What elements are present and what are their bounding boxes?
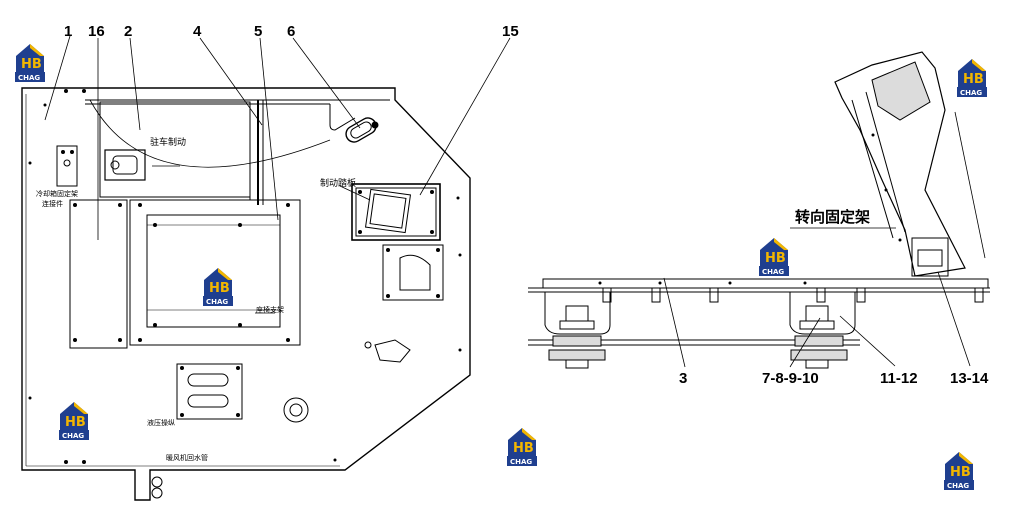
leader-lines-right: [663, 227, 971, 368]
floor-plate-outline: [21, 87, 471, 501]
part-number-6: 6: [287, 23, 295, 40]
part-number-5: 5: [254, 23, 262, 40]
svg-text:CHAG: CHAG: [510, 458, 532, 466]
callout-brake-pedal: 制动踏板: [320, 177, 356, 189]
svg-text:HB: HB: [513, 441, 534, 456]
part-number-11-12: 11-12: [880, 370, 918, 387]
side-elevation-view: [528, 51, 990, 369]
svg-text:CHAG: CHAG: [960, 89, 982, 97]
svg-text:CHAG: CHAG: [762, 268, 784, 276]
watermark-logo: HB CHAG: [957, 59, 987, 97]
part-number-2: 2: [124, 23, 132, 40]
floor-plate-view: [21, 87, 471, 501]
callout-service-pipe: 暖风机回水管: [166, 453, 208, 462]
svg-text:HB: HB: [950, 465, 971, 480]
leader-lines-left: [44, 35, 511, 314]
part-number-7-10: 7-8-9-10: [762, 370, 819, 387]
svg-text:HB: HB: [765, 251, 786, 266]
svg-text:CHAG: CHAG: [18, 74, 40, 82]
part-number-1: 1: [64, 23, 72, 40]
svg-text:HB: HB: [963, 72, 984, 87]
svg-text:HB: HB: [65, 415, 86, 430]
svg-text:HB: HB: [21, 57, 42, 72]
callout-steering-bracket: 转向固定架: [795, 208, 870, 226]
callout-labels: 驻车制动 制动踏板 冷却箱固定架 连接件 座椅支架 液压操纵 暖风机回水管 转向…: [36, 136, 870, 462]
svg-text:CHAG: CHAG: [947, 482, 969, 490]
part-number-4: 4: [193, 23, 202, 40]
watermark-logo: HB CHAG: [507, 428, 537, 466]
callout-parking-brake: 驻车制动: [150, 136, 186, 148]
part-number-3: 3: [679, 370, 687, 387]
callout-seat-bracket: 座椅支架: [256, 305, 284, 314]
part-number-15: 15: [502, 23, 519, 40]
watermark-logos: HB CHAG HB CHAG HB CHAG HB CHAG HB CHAG …: [15, 44, 987, 490]
svg-text:HB: HB: [209, 281, 230, 296]
part-number-16: 16: [88, 23, 105, 40]
watermark-logo: HB CHAG: [59, 402, 89, 440]
watermark-logo: HB CHAG: [944, 452, 974, 490]
watermark-logo: HB CHAG: [203, 268, 233, 306]
svg-text:CHAG: CHAG: [62, 432, 84, 440]
watermark-logo: HB CHAG: [759, 238, 789, 276]
callout-cooler-bracket-2: 连接件: [42, 199, 63, 208]
watermark-logo: HB CHAG: [15, 44, 45, 82]
svg-text:CHAG: CHAG: [206, 298, 228, 306]
callout-hydraulic-lever: 液压操纵: [147, 418, 175, 427]
part-number-13-14: 13-14: [950, 370, 989, 387]
callout-cooler-bracket: 冷却箱固定架: [36, 189, 78, 198]
part-number-labels: 1 16 2 4 5 6 15 3 7-8-9-10 11-12 13-14: [64, 23, 989, 387]
